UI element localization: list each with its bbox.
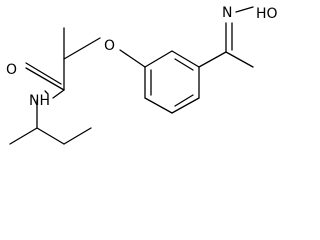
- bond-c-o-double-1: [25, 67, 65, 91]
- ring-bond-4: [171, 97, 200, 114]
- amide-nitrogen-label: NH: [29, 93, 50, 109]
- ring-inner-bond-b: [174, 94, 194, 107]
- structure-canvas: O O NH N HO: [6, 5, 278, 145]
- bond-ch3-ch: [9, 127, 38, 145]
- oxime-nitrogen-label: N: [222, 5, 232, 21]
- bond-nh-carbonyl: [44, 90, 49, 95]
- ring-inner-bond-a: [174, 58, 194, 71]
- bond-ring-coxime: [198, 51, 227, 68]
- chemical-structure-diagram: O O NH N HO: [6, 5, 278, 145]
- bond-ch-ch2: [36, 127, 65, 145]
- bond-nh-c: [52, 89, 65, 99]
- ring-bond-2: [171, 50, 200, 68]
- bond-coxime-methyl: [225, 51, 254, 68]
- bond-oether-ring: [119, 49, 146, 68]
- bond-calpha-oether: [63, 37, 101, 60]
- carbonyl-oxygen-label: O: [6, 62, 17, 78]
- ether-oxygen-label: O: [104, 38, 115, 54]
- bond-n-o: [235, 6, 254, 13]
- ring-bond-5: [144, 97, 173, 114]
- bond-ch2-ch3: [63, 127, 92, 145]
- ring-bond-1: [144, 50, 173, 68]
- hydroxyl-label: HO: [256, 6, 278, 22]
- bond-c-o-double-2: [25, 62, 62, 85]
